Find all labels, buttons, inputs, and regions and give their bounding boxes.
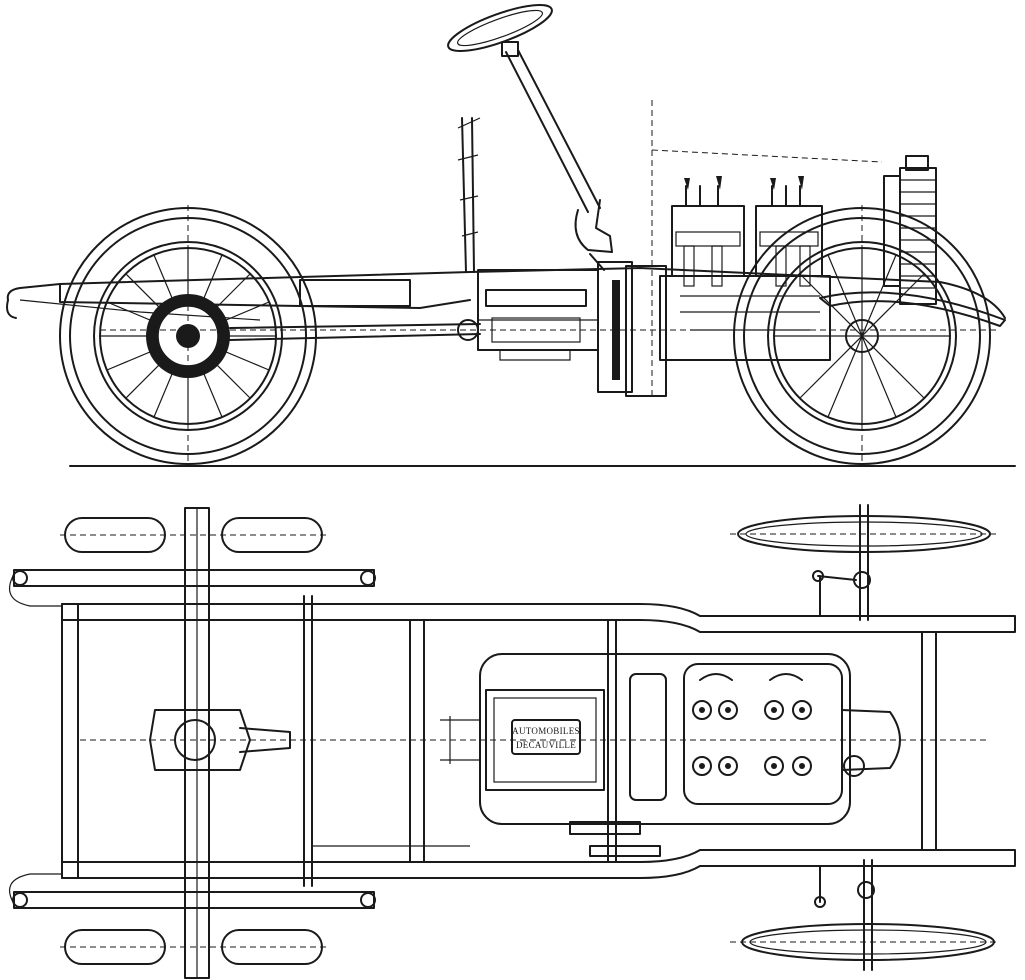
- maker-plate-line2: DECAUVILLE: [516, 740, 576, 750]
- front-spring-side: [819, 291, 1006, 327]
- rear-wheel-side: [59, 205, 317, 466]
- steering-wheel: [447, 4, 553, 52]
- driveshaft-side: [100, 319, 1000, 341]
- side-elevation-view: [6, 4, 1016, 467]
- powertrain-plan: [440, 653, 901, 857]
- front-wheels-plan: [730, 504, 1000, 971]
- steering-linkage-plan: [812, 570, 857, 908]
- chassis-frame-plan: [9, 573, 1016, 905]
- gearbox-side: [477, 269, 599, 361]
- steering-assembly: [447, 4, 613, 271]
- rear-springs-plan: [12, 569, 376, 909]
- plan-view: AUTOMOBILES DECAUVILLE: [9, 504, 1016, 979]
- flywheel-side: [597, 100, 667, 400]
- hand-lever: [457, 117, 481, 273]
- maker-plate: AUTOMOBILES DECAUVILLE: [511, 719, 581, 755]
- front-wheel-side: [733, 205, 991, 466]
- maker-plate-line1: AUTOMOBILES: [512, 726, 580, 736]
- engine-side: [651, 149, 883, 361]
- rear-wheels-plan: [60, 517, 330, 965]
- cross-rods-plan: [303, 595, 617, 887]
